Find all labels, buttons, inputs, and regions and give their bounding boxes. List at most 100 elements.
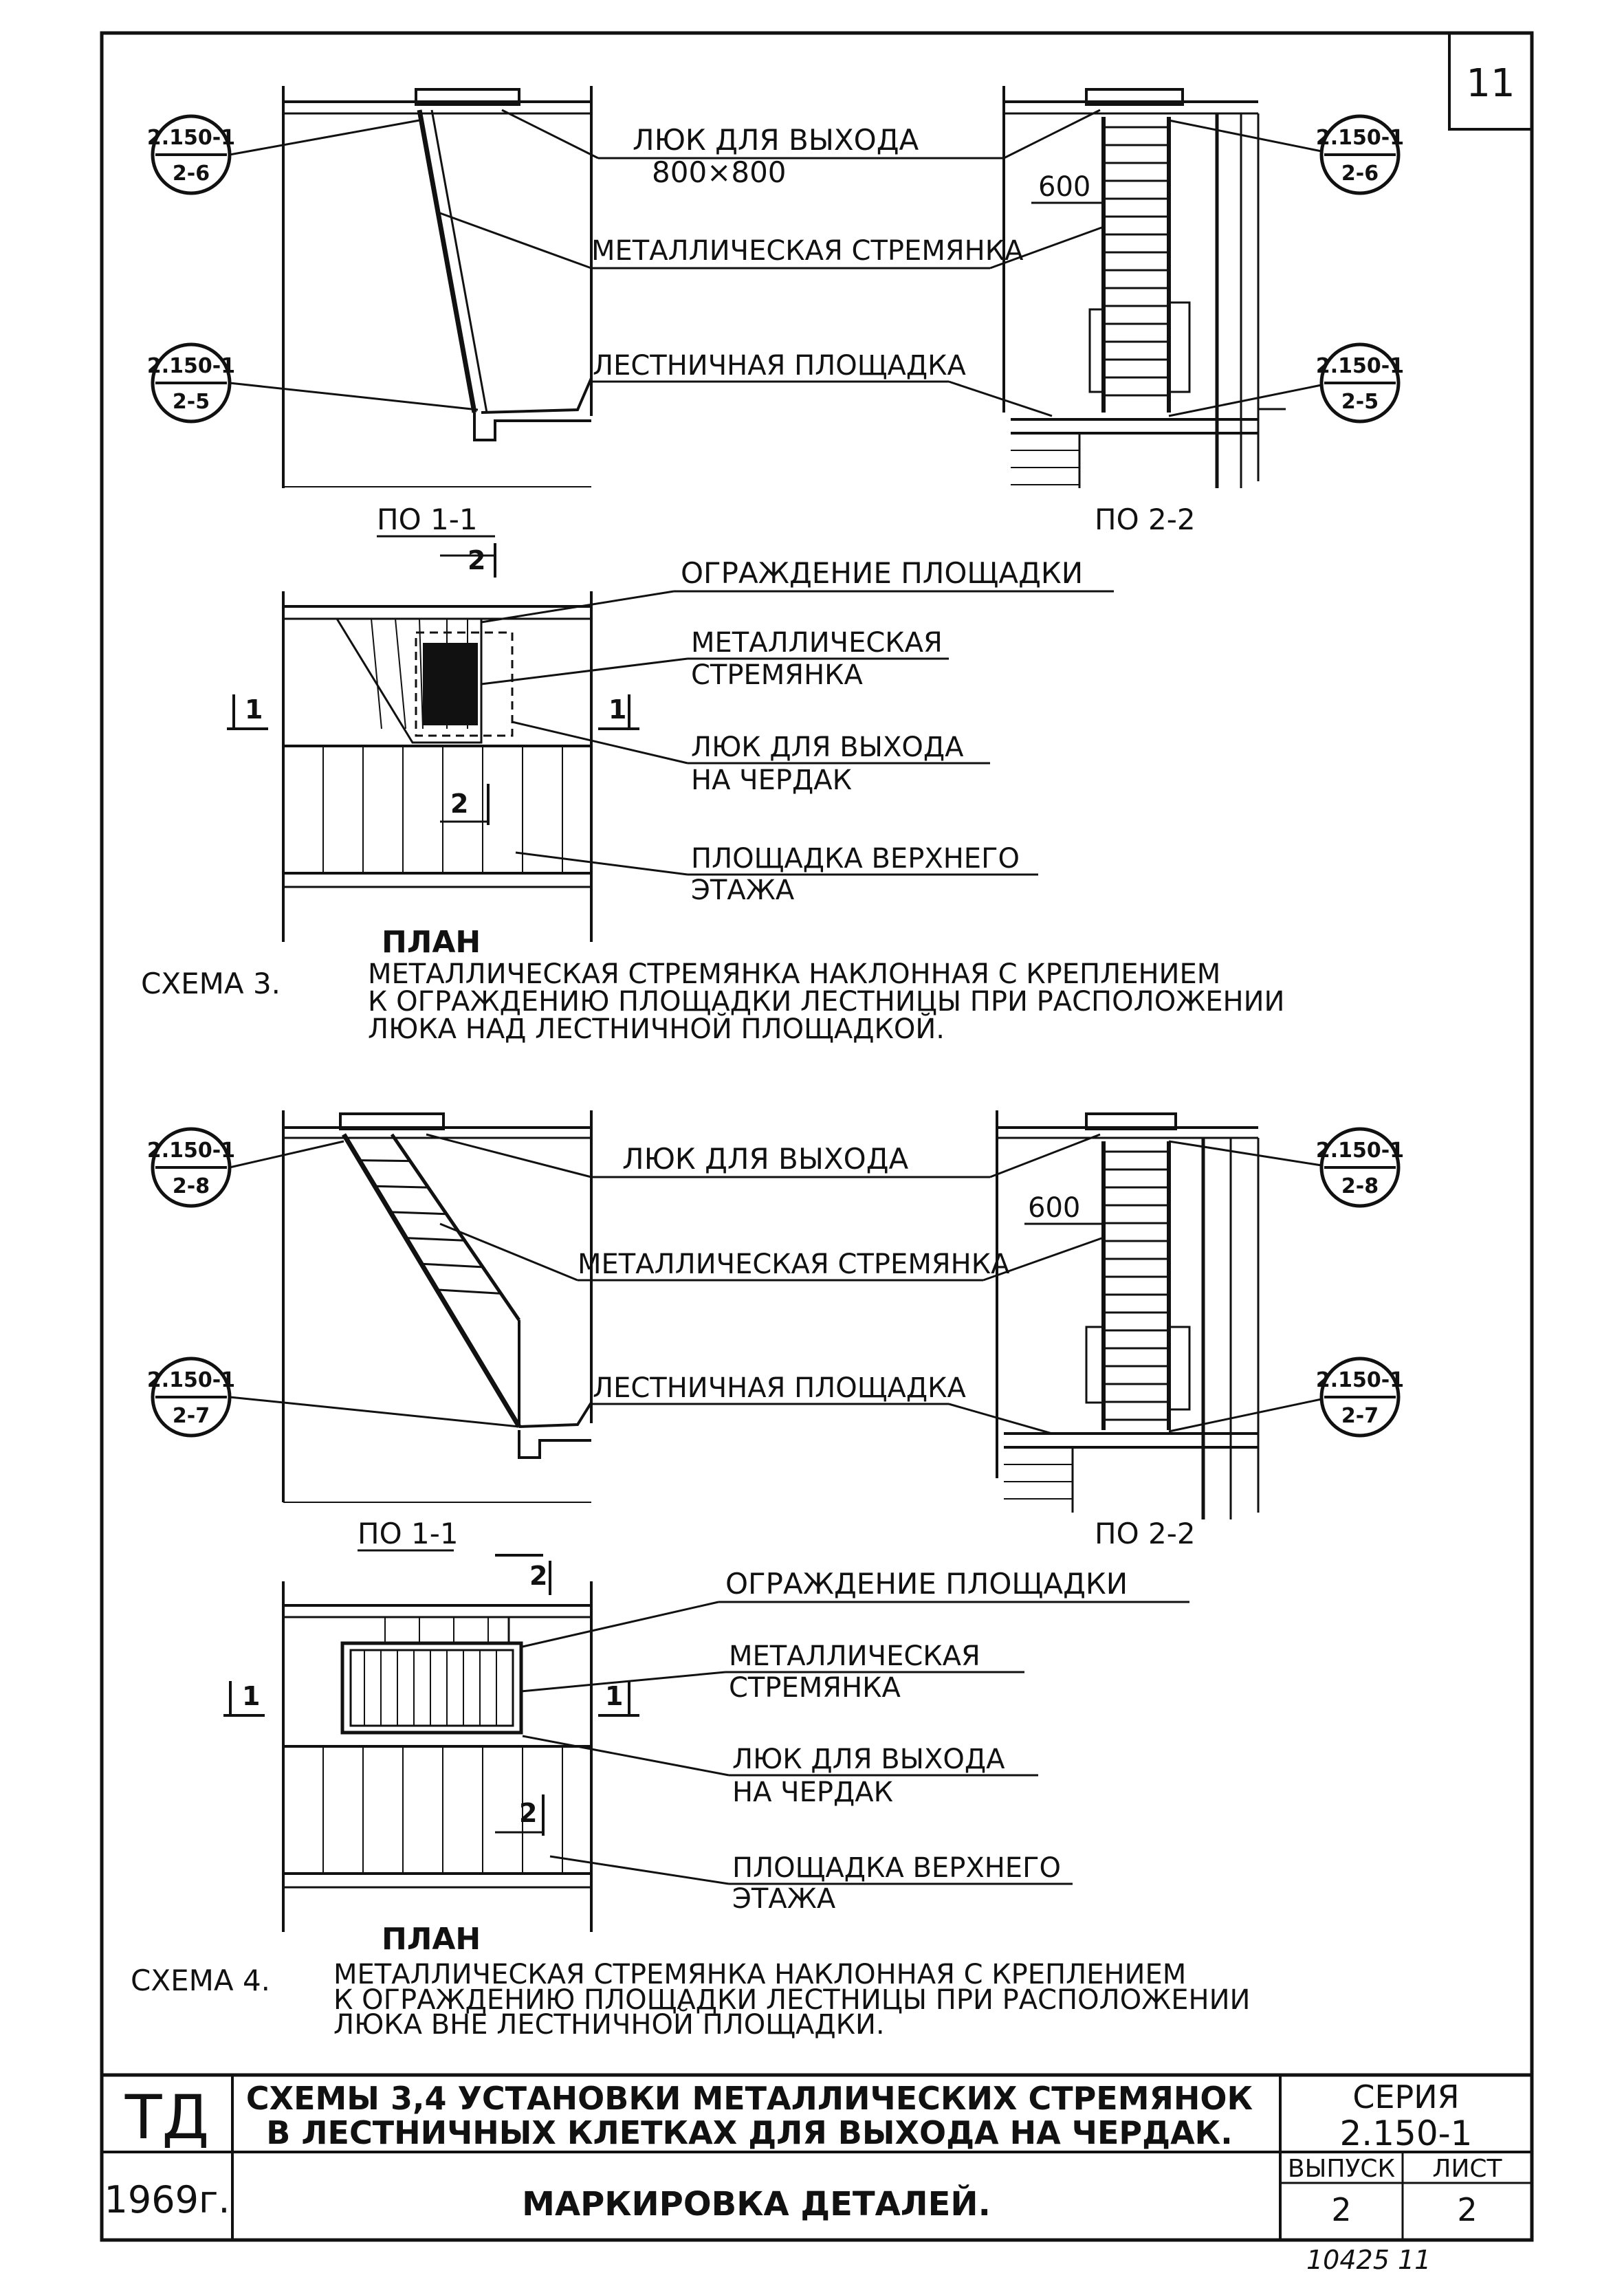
s3-plan-ladder-2: СТРЕМЯНКА [691,659,864,691]
s4-mark-left-bottom: 2.150-1 2-7 [147,1357,520,1438]
s4-caption-label: СХЕМА 4. [131,1964,270,1997]
s4-hatch-label: ЛЮК ДЛЯ ВЫХОДА [622,1142,909,1176]
svg-text:2: 2 [529,1561,547,1591]
s4-ladder-left [341,1133,522,1428]
s3-hatch-label: ЛЮК ДЛЯ ВЫХОДА [633,123,919,157]
svg-text:2.150-1: 2.150-1 [147,1139,235,1163]
s3-ladder-label: МЕТАЛЛИЧЕСКАЯ СТРЕМЯНКА [591,235,1024,267]
s4-section-1-1 [282,1110,593,1503]
sheet-label: ЛИСТ [1432,2155,1502,2183]
svg-text:1: 1 [245,694,263,725]
s4-mark-right-bottom: 2.150-1 2-7 [1168,1357,1404,1438]
s4-section-2-2 [996,1110,1260,1519]
sheet-frame [100,31,1534,2242]
s4-dim-600: 600 [1028,1192,1080,1224]
s3-plan-ladder-1: МЕТАЛЛИЧЕСКАЯ [691,627,943,659]
svg-text:2.150-1: 2.150-1 [147,126,235,150]
s3-caption-line-3: ЛЮКА НАД ЛЕСТНИЧНОЙ ПЛОЩАДКОЙ. [368,1012,945,1045]
svg-text:1: 1 [242,1681,260,1711]
series-value: 2.150-1 [1340,2113,1473,2153]
title-line-2: В ЛЕСТНИЧНЫХ КЛЕТКАХ ДЛЯ ВЫХОДА НА ЧЕРДА… [266,2114,1233,2151]
s4-mark-left-top: 2.150-1 2-8 [147,1127,344,1208]
s4-ladder-label: МЕТАЛЛИЧЕСКАЯ СТРЕМЯНКА [578,1249,1010,1280]
handwritten-note: 10425 11 [1306,2245,1431,2273]
s4-plan-landing-2: ЭТАЖА [732,1883,836,1915]
s4-ladder-right [1101,1141,1171,1430]
s3-section-2-2-title: ПО 2-2 [1095,503,1196,536]
s3-fence-label: ОГРАЖДЕНИЕ ПЛОЩАДКИ [681,556,1083,590]
s4-cut-2-bottom: 2 [495,1794,545,1836]
s4-section-1-1-title: ПО 1-1 [358,1517,459,1550]
title-line-1: СХЕМЫ 3,4 УСТАНОВКИ МЕТАЛЛИЧЕСКИХ СТРЕМЯ… [246,2080,1253,2117]
svg-text:2-5: 2-5 [173,390,210,414]
s3-plan-landing-2: ЭТАЖА [691,875,795,906]
s3-plan-steps [322,746,563,873]
s3-cut-1-left: 1 [227,694,268,730]
ladder-rung [390,1211,447,1216]
s3-ladder-rungs-right [1104,126,1169,397]
svg-text:2.150-1: 2.150-1 [1316,1139,1404,1163]
svg-text:2-8: 2-8 [173,1174,210,1198]
ladder-rung [406,1237,465,1242]
s4-caption-line-1: МЕТАЛЛИЧЕСКАЯ СТРЕМЯНКА НАКЛОННАЯ С КРЕП… [333,1959,1186,1990]
svg-text:1: 1 [608,694,626,725]
s4-cut-1-left: 1 [223,1681,265,1717]
s4-plan-ladder-1: МЕТАЛЛИЧЕСКАЯ [729,1640,980,1672]
s3-caption-label: СХЕМА 3. [141,967,281,1000]
ladder-rung [437,1288,501,1295]
s3-plan-title: ПЛАН [382,925,481,960]
svg-text:2-8: 2-8 [1341,1174,1379,1198]
series-label: СЕРИЯ [1352,2078,1459,2116]
svg-text:2.150-1: 2.150-1 [1316,1368,1404,1392]
s4-plan [282,1581,593,1932]
s3-mark-left-bottom: 2.150-1 2-5 [147,342,479,424]
s4-caption-line-3: ЛЮКА ВНЕ ЛЕСТНИЧНОЙ ПЛОЩАДКИ. [333,2008,885,2041]
svg-text:2: 2 [519,1798,537,1828]
s3-plan-ladder-fill [423,643,478,725]
s4-plan-title: ПЛАН [382,1922,481,1957]
title-block [102,2073,1532,2240]
org-mark: ТД [124,2082,210,2153]
s3-section-1-1 [282,86,593,488]
svg-text:2.150-1: 2.150-1 [147,354,235,378]
s4-landing-label: ЛЕСТНИЧНАЯ ПЛОЩАДКА [593,1372,966,1404]
s3-hatch-cover-left [415,88,520,106]
s4-ladder-rungs-left [359,1159,501,1295]
s4-section-2-2-title: ПО 2-2 [1095,1517,1196,1550]
s3-landing-label: ЛЕСТНИЧНАЯ ПЛОЩАДКА [593,350,966,382]
svg-text:2: 2 [468,545,485,575]
svg-text:2-5: 2-5 [1341,390,1379,414]
s3-plan [282,591,593,942]
svg-text:1: 1 [605,1681,623,1711]
s3-hatch-size: 800×800 [652,155,787,189]
s3-caption-line-2: К ОГРАЖДЕНИЮ ПЛОЩАДКИ ЛЕСТНИЦЫ ПРИ РАСПО… [368,986,1284,1018]
ladder-rung [375,1185,428,1189]
svg-text:2: 2 [450,789,468,819]
s4-plan-landing-1: ПЛОЩАДКА ВЕРХНЕГО [732,1852,1061,1884]
issue-label: ВЫПУСК [1288,2155,1395,2183]
svg-text:2-7: 2-7 [1341,1404,1379,1428]
s3-plan-landing-1: ПЛОЩАДКА ВЕРХНЕГО [691,843,1020,875]
s4-fence-label: ОГРАЖДЕНИЕ ПЛОЩАДКИ [725,1567,1128,1601]
s4-cut-2-top: 2 [495,1554,551,1595]
svg-text:2.150-1: 2.150-1 [147,1368,235,1392]
s4-cut-1-right: 1 [598,1681,639,1717]
s3-cut-1-right: 1 [598,694,639,730]
s3-cut-2-bottom: 2 [440,784,490,825]
s3-caption-line-1: МЕТАЛЛИЧЕСКАЯ СТРЕМЯНКА НАКЛОННАЯ С КРЕП… [368,958,1220,990]
svg-text:2.150-1: 2.150-1 [1316,126,1404,150]
s3-ladder-left [417,109,477,413]
svg-text:2-6: 2-6 [173,162,210,186]
s3-mark-right-bottom: 2.150-1 2-5 [1168,342,1404,424]
s4-plan-hatch-1: ЛЮК ДЛЯ ВЫХОДА [732,1744,1005,1775]
s3-section-2-2 [1002,86,1286,488]
subtitle: МАРКИРОВКА ДЕТАЛЕЙ. [522,2184,991,2223]
svg-text:2-7: 2-7 [173,1404,210,1428]
svg-text:2.150-1: 2.150-1 [1316,354,1404,378]
s3-section-1-1-title: ПО 1-1 [377,503,478,536]
s3-ladder-right [1101,117,1171,413]
s4-caption-line-2: К ОГРАЖДЕНИЮ ПЛОЩАДКИ ЛЕСТНИЦЫ ПРИ РАСПО… [333,1984,1250,2016]
s3-mark-left-top: 2.150-1 2-6 [147,114,420,195]
s4-plan-hatch-2: НА ЧЕРДАК [732,1777,893,1808]
